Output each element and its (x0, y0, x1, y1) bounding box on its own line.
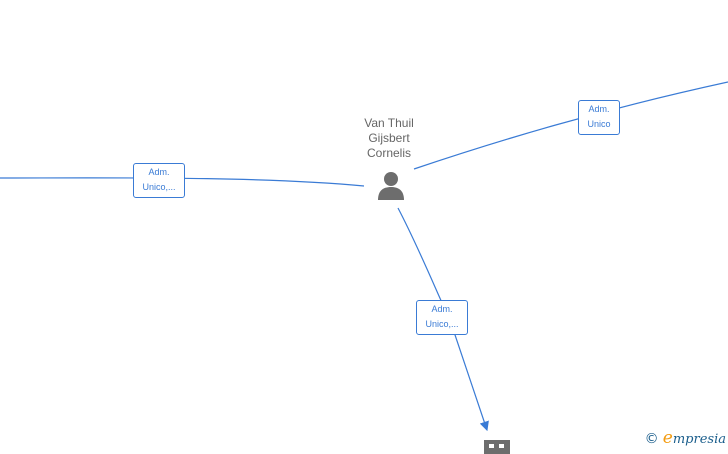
edge-label-down[interactable]: Adm. Unico,... (416, 300, 468, 335)
building-icon[interactable] (484, 440, 510, 454)
person-name-line-2: Gijsbert (368, 131, 410, 145)
edge-label-left-line-1: Adm. (148, 167, 170, 177)
edge-right[interactable] (413, 81, 728, 170)
brand-initial: e (662, 428, 673, 448)
edge-label-down-line-1: Adm. (431, 304, 453, 314)
edge-label-left[interactable]: Adm. Unico,... (133, 163, 185, 198)
brand-name: mpresia (672, 432, 726, 447)
person-icon[interactable] (376, 170, 406, 200)
edge-label-right-line-2: Unico (587, 119, 611, 129)
person-name-line-3: Cornelis (366, 146, 411, 160)
person-name-line-1: Van Thuil (364, 116, 414, 130)
edge-label-right-line-1: Adm. (588, 104, 610, 114)
person-node-name[interactable]: Van Thuil Gijsbert Cornelis (339, 116, 439, 161)
copyright-icon: © (644, 431, 659, 447)
edge-label-left-line-2: Unico,... (142, 182, 176, 192)
edge-label-down-line-2: Unico,... (425, 319, 459, 329)
empresia-watermark: © empresia (645, 428, 726, 448)
edge-label-right[interactable]: Adm. Unico (578, 100, 620, 135)
